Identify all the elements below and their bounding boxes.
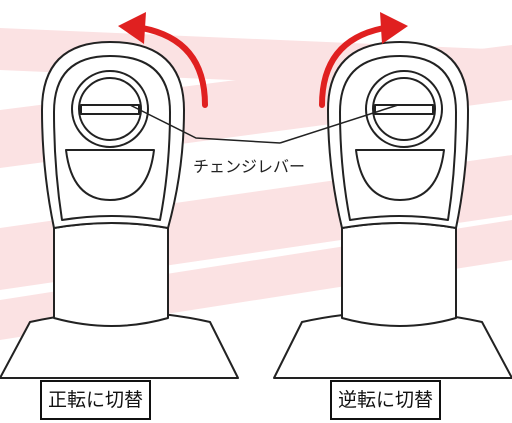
change-lever-callout: チェンジレバー bbox=[190, 152, 309, 178]
reverse-rotation-caption: 逆転に切替 bbox=[330, 380, 442, 420]
right-wrench bbox=[273, 41, 512, 379]
curved-arrow-counterclockwise-icon bbox=[118, 12, 208, 108]
forward-rotation-caption: 正転に切替 bbox=[40, 380, 152, 420]
left-leader-line bbox=[129, 104, 281, 144]
right-leader-line bbox=[279, 104, 399, 144]
curved-arrow-clockwise-icon bbox=[319, 12, 408, 108]
right-wrench-collar bbox=[341, 222, 457, 327]
right-wrench-window bbox=[355, 149, 445, 201]
left-wrench-collar bbox=[53, 222, 169, 327]
left-change-lever bbox=[80, 104, 140, 115]
left-wrench bbox=[0, 41, 239, 379]
callout-leaders bbox=[129, 104, 399, 144]
rotation-arrows bbox=[118, 12, 408, 108]
right-change-lever bbox=[374, 104, 434, 115]
left-wrench-window bbox=[65, 149, 155, 201]
